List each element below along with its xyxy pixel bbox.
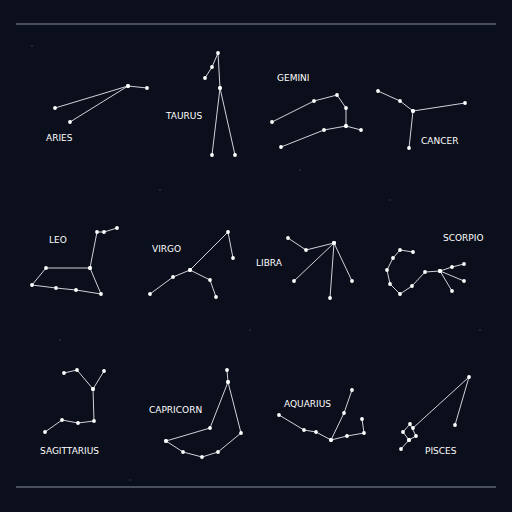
constellation-name: AQUARIUS xyxy=(284,399,331,410)
constellation-name: GEMINI xyxy=(277,73,309,84)
sagittarius-figure xyxy=(64,370,104,389)
constellation-name: VIRGO xyxy=(152,244,181,255)
pisces-figure xyxy=(413,377,469,428)
constellation-name: TAURUS xyxy=(166,111,202,122)
libra-figure xyxy=(334,243,352,281)
libra-figure xyxy=(288,238,334,281)
aries-figure xyxy=(70,86,128,122)
constellation-name: CAPRICORN xyxy=(149,405,202,416)
constellation-name: LIBRA xyxy=(256,258,282,269)
constellation-lines xyxy=(32,53,469,457)
scorpio-figure xyxy=(387,250,464,294)
gemini-figure xyxy=(272,95,361,130)
cancer-figure xyxy=(409,111,413,148)
constellation-name: SAGITTARIUS xyxy=(40,446,99,457)
constellation-name: SCORPIO xyxy=(443,233,484,244)
libra-figure xyxy=(330,243,334,298)
aries-figure xyxy=(55,86,147,108)
constellation-name: LEO xyxy=(49,235,67,246)
constellation-name: PISCES xyxy=(425,446,456,457)
faint-stars xyxy=(31,45,481,481)
sagittarius-figure xyxy=(45,389,94,432)
scorpio-figure xyxy=(440,271,464,281)
constellation-name: CANCER xyxy=(421,136,458,147)
leo-figure xyxy=(32,228,117,294)
frame-line xyxy=(16,24,496,25)
cancer-figure xyxy=(378,91,465,111)
taurus-figure xyxy=(220,88,235,155)
virgo-figure xyxy=(190,232,233,270)
frame-line xyxy=(16,487,496,488)
taurus-figure xyxy=(205,53,220,155)
aquarius-figure xyxy=(279,415,364,440)
gemini-figure xyxy=(281,126,346,147)
scorpio-figure xyxy=(440,271,452,291)
constellation-name: ARIES xyxy=(46,133,72,144)
virgo-figure xyxy=(150,270,216,297)
aquarius-figure xyxy=(331,390,352,440)
